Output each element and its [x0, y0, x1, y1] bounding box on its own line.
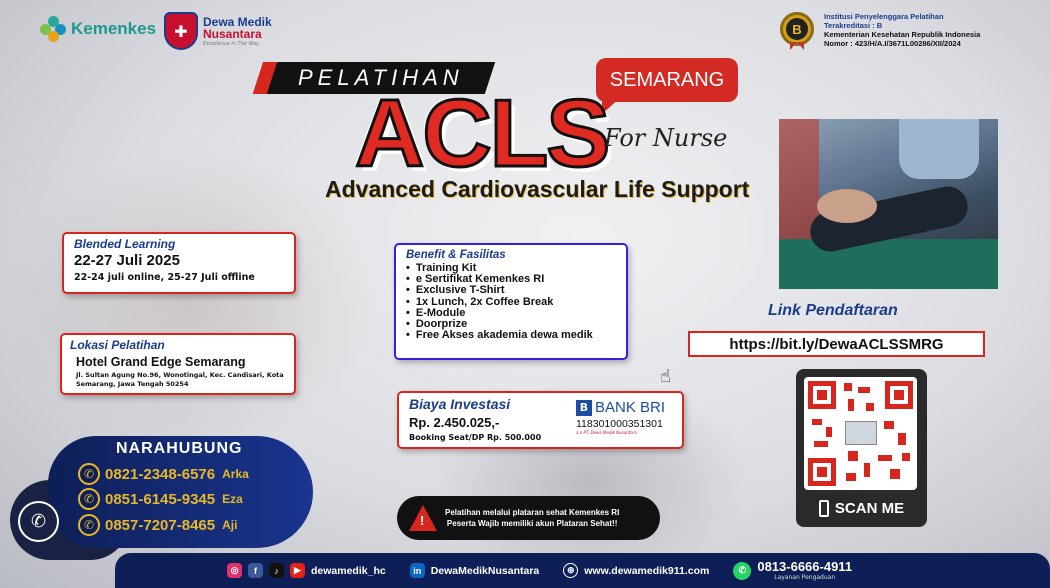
bank-info: B BANK BRI 118301000351301 a.n PT. Dewa … — [576, 399, 674, 435]
qr-center-logo — [845, 421, 877, 445]
investment-label: Biaya Investasi — [409, 396, 511, 412]
globe-icon: ⊕ — [563, 563, 579, 578]
smartphone-icon — [818, 500, 829, 517]
kemenkes-mark-icon — [40, 16, 66, 42]
tiktok-icon[interactable]: ♪ — [269, 563, 284, 578]
contact-item[interactable]: ✆ 0851-6145-9345 Eza — [78, 488, 243, 510]
background-shade — [0, 150, 380, 450]
bank-account-number: 118301000351301 — [576, 418, 663, 430]
call-icon[interactable]: ✆ — [18, 501, 59, 542]
list-item: Free Akses akademia dewa medik — [406, 330, 616, 341]
instagram-icon[interactable]: ◎ — [227, 563, 242, 578]
whatsapp-icon[interactable]: ✆ — [733, 561, 752, 580]
linkedin-icon[interactable]: in — [409, 563, 425, 578]
list-item: Doorprize — [406, 318, 616, 330]
qr-code[interactable] — [804, 377, 917, 490]
list-item: E-Module — [406, 307, 616, 319]
scan-me: SCAN ME — [804, 500, 919, 517]
medical-shield-icon: ✚ — [164, 12, 198, 50]
benefits-label: Benefit & Fasilitas — [406, 249, 506, 261]
dewamedik-name-2: Nusantara — [203, 26, 262, 41]
phone-icon: ✆ — [78, 514, 100, 536]
contact-phone[interactable]: 0821-2348-6576 — [105, 465, 216, 483]
kemenkes-logo: Kemenkes — [40, 16, 156, 42]
accreditation-grade: B — [786, 18, 808, 40]
accreditation-line: Institusi Penyelenggara Pelatihan — [824, 12, 944, 21]
bubble-tail — [602, 98, 620, 114]
contact-title: NARAHUBUNG — [116, 440, 243, 457]
list-item: Exclusive T-Shirt — [406, 285, 616, 296]
scan-label: SCAN ME — [834, 500, 905, 517]
benefits-box: Benefit & Fasilitas Training Kit e Serti… — [394, 243, 628, 360]
location-venue: Hotel Grand Edge Semarang — [76, 355, 246, 369]
city-bubble: SEMARANG — [596, 58, 738, 102]
schedule-date: 22-27 Juli 2025 — [74, 252, 180, 269]
investment-box: Biaya Investasi Rp. 2.450.025,- Booking … — [397, 391, 684, 449]
contact-item[interactable]: ✆ 0821-2348-6576 Arka — [78, 463, 249, 485]
course-full-name: Advanced Cardiovascular Life Support — [325, 176, 750, 202]
dewamedik-logo: ✚ Dewa Medik Nusantara Excellence in The… — [164, 12, 272, 50]
contact-name: Arka — [222, 467, 249, 481]
plataran-warning: ! Pelatihan melalui plataran sehat Kemen… — [397, 496, 660, 540]
contact-phone[interactable]: 0851-6145-9345 — [105, 490, 216, 508]
complaint-phone-caption: Layanan Pengaduan — [774, 574, 836, 581]
accreditation-badge-icon: B — [780, 12, 816, 56]
contact-name: Aji — [222, 518, 238, 532]
registration-link[interactable]: https://bit.ly/DewaACLSSMRG — [688, 331, 985, 357]
booking-fee: Booking Seat/DP Rp. 500.000 — [409, 433, 542, 442]
accreditation-line: Terakreditasi : B — [824, 21, 883, 30]
accreditation-line: Nomor : 423/H/A.I/3671L00286/XII/2024 — [824, 39, 961, 48]
benefits-list: Training Kit e Sertifikat Kemenkes RI Ex… — [406, 262, 616, 341]
dewamedik-name: Dewa Medik — [203, 14, 272, 29]
location-box: Lokasi Pelatihan Hotel Grand Edge Semara… — [60, 333, 296, 395]
schedule-box: Blended Learning 22-27 Juli 2025 22-24 j… — [62, 232, 296, 294]
pointer-cursor-icon: ☝ — [660, 366, 671, 387]
bank-name: BANK BRI — [595, 399, 666, 416]
location-label: Lokasi Pelatihan — [70, 338, 165, 352]
accreditation-block: B Institusi Penyelenggara Pelatihan Tera… — [780, 12, 980, 56]
registration-url[interactable]: https://bit.ly/DewaACLSSMRG — [729, 335, 944, 353]
warning-line: Pelatihan melalui plataran sehat Kemenke… — [445, 508, 620, 517]
accreditation-line: Kementerian Kesehatan Republik Indonesia — [824, 30, 981, 39]
kemenkes-label: Kemenkes — [71, 19, 157, 38]
contact-item[interactable]: ✆ 0857-7207-8465 Aji — [78, 514, 237, 536]
bank-account-holder: a.n PT. Dewa Medik Nusantara — [576, 430, 637, 435]
list-item: 1x Lunch, 2x Coffee Break — [406, 296, 616, 308]
phone-icon: ✆ — [78, 463, 100, 485]
city-label: SEMARANG — [609, 68, 725, 91]
audience-label: For Nurse — [604, 124, 728, 152]
youtube-icon[interactable]: ▶ — [290, 563, 305, 578]
schedule-label: Blended Learning — [74, 237, 176, 251]
footer-bar: ◎ f ♪ ▶ dewamedik_hc in DewaMedikNusanta… — [115, 553, 1050, 588]
dewamedik-tagline: Excellence in The Way — [203, 40, 260, 47]
list-item: Training Kit — [406, 262, 616, 274]
cpr-photo — [779, 119, 998, 289]
complaint-phone-number[interactable]: 0813-6666-4911 — [757, 559, 853, 574]
acls-title: ACLS — [353, 80, 611, 187]
phone-icon: ✆ — [78, 488, 100, 510]
facebook-icon[interactable]: f — [248, 563, 263, 578]
registration-label: Link Pendaftaran — [768, 302, 898, 319]
linkedin-handle[interactable]: DewaMedikNusantara — [430, 564, 540, 577]
warning-icon: ! — [409, 505, 437, 531]
warning-line-2: Peserta Wajib memiliki akun Plataran Seh… — [446, 519, 618, 528]
qr-card[interactable]: SCAN ME — [796, 369, 927, 527]
website-link[interactable]: www.dewamedik911.com — [584, 564, 710, 577]
location-address: Jl. Sultan Agung No.96, Wonotingal, Kec.… — [76, 371, 284, 379]
social-handle[interactable]: dewamedik_hc — [311, 564, 386, 577]
location-address-2: Semarang, Jawa Tengah 50254 — [76, 380, 189, 388]
schedule-detail: 22-24 juli online, 25-27 Juli offline — [74, 272, 255, 283]
complaint-phone[interactable]: 0813-6666-4911 Layanan Pengaduan — [757, 560, 852, 581]
investment-price: Rp. 2.450.025,- — [409, 415, 500, 430]
bank-bri-icon: B — [576, 399, 592, 416]
list-item: e Sertifikat Kemenkes RI — [406, 273, 616, 285]
contact-phone[interactable]: 0857-7207-8465 — [105, 516, 216, 534]
contact-name: Eza — [222, 492, 243, 506]
